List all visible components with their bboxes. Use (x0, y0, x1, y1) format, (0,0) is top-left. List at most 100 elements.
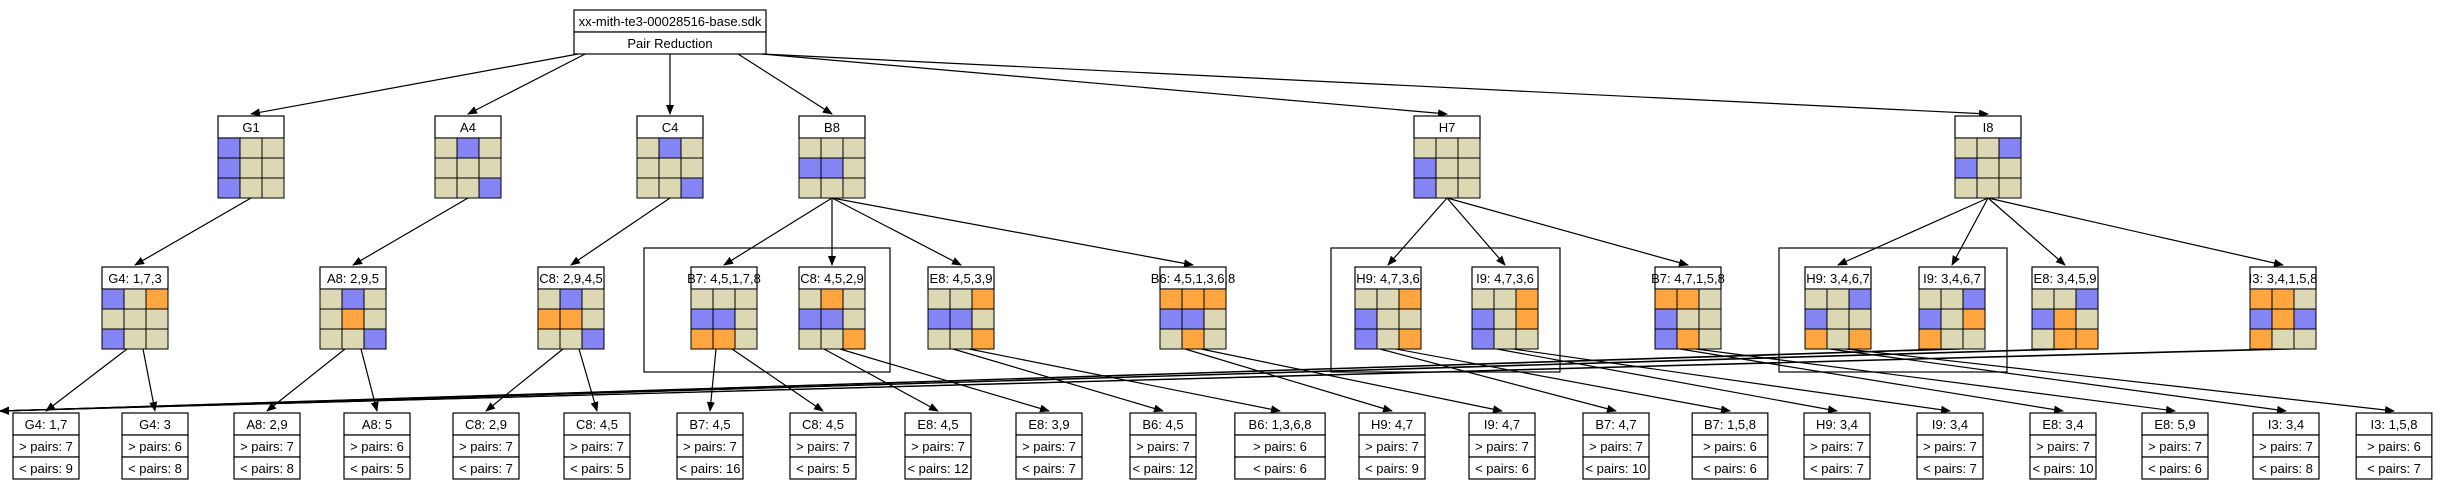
grid-cell (1493, 288, 1517, 310)
grid-cell (1804, 288, 1828, 310)
leaf-node: E8: 3,9> pairs: 7< pairs: 7 (1015, 412, 1083, 480)
level2-node-label: I9: 3,4,6,7 (1923, 271, 1981, 286)
leaf-more-pairs: > pairs: 6 (1703, 439, 1757, 454)
grid-cell (1940, 328, 1964, 350)
leaf-node: H9: 3,4> pairs: 7< pairs: 7 (1803, 412, 1871, 480)
level2-node: I3: 3,4,1,5,8 (2249, 266, 2317, 350)
leaf-less-pairs-box (904, 456, 972, 480)
grid-cell (123, 328, 147, 350)
edge-arrow (0, 348, 2292, 415)
level2-node: E8: 4,5,3,9 (927, 266, 995, 350)
grid-cell (734, 328, 758, 350)
leaf-less-pairs: < pairs: 10 (1585, 461, 1646, 476)
grid-cell (2293, 328, 2317, 350)
grid-cell (949, 288, 973, 310)
grid-cell (927, 308, 951, 330)
grid-cell (658, 137, 682, 159)
leaf-label: I3: 3,4 (2268, 417, 2304, 432)
leaf-node: E8: 5,9> pairs: 7< pairs: 6 (2141, 412, 2209, 480)
leaf-less-pairs: < pairs: 9 (19, 461, 73, 476)
edge-arrow (1184, 348, 1393, 413)
grid-cell (2271, 288, 2295, 310)
leaf-more-pairs: > pairs: 7 (1923, 439, 1977, 454)
grid-cell (239, 177, 263, 199)
grid-cell (798, 308, 822, 330)
edge-arrow (737, 53, 833, 115)
leaf-label: B7: 4,7 (1595, 417, 1636, 432)
grid-cell (820, 137, 844, 159)
leaf-label: B7: 4,5 (689, 417, 730, 432)
leaf-label: I9: 4,7 (1484, 417, 1520, 432)
grid-cell (478, 137, 502, 159)
leaf-less-pairs-box (452, 456, 520, 480)
grid-cell (820, 308, 844, 330)
leaf-label: E8: 3,9 (1028, 417, 1069, 432)
leaf-less-pairs-box (2029, 456, 2097, 480)
grid-cell (1413, 137, 1437, 159)
grid-cell (636, 177, 660, 199)
level1-node: C4 (636, 115, 704, 199)
edge-arrow (761, 53, 1989, 118)
grid-cell (559, 328, 583, 350)
grid-cell (217, 157, 241, 179)
grid-cell (842, 288, 866, 310)
grid-cell (1181, 308, 1205, 330)
level1-node-label: A4 (460, 120, 476, 135)
root-subtitle-box (573, 31, 767, 55)
grid-cell (456, 137, 480, 159)
edge-arrow (839, 348, 1050, 413)
edges (0, 53, 2395, 415)
leaf-label: B6: 1,3,6,8 (1249, 417, 1312, 432)
leaf-less-pairs-box (1582, 456, 1650, 480)
grid-cell (842, 157, 866, 179)
grid-cell (1826, 328, 1850, 350)
leaf-less-pairs-box (1916, 456, 1984, 480)
leaf-less-pairs: < pairs: 8 (2259, 461, 2313, 476)
grid-cell (1376, 328, 1400, 350)
leaf-label: A8: 2,9 (246, 417, 287, 432)
grid-cell (363, 328, 387, 350)
leaf-label: C8: 4,5 (576, 417, 618, 432)
leaf-less-pairs: < pairs: 5 (350, 461, 404, 476)
edge-arrow (1496, 348, 1838, 414)
grid-cell (319, 288, 343, 310)
grid-cell (101, 288, 125, 310)
clusters (643, 247, 2008, 373)
grid-cell (363, 308, 387, 330)
grid-cell (1676, 288, 1700, 310)
grid-cell (1413, 157, 1437, 179)
level2-node-label: I9: 4,7,3,6 (1476, 271, 1534, 286)
grid-cell (363, 288, 387, 310)
leaf-less-pairs-box (1015, 456, 1083, 480)
grid-cell (2053, 328, 2077, 350)
leaf-node: E8: 3,4> pairs: 7< pairs: 10 (2029, 412, 2097, 480)
grid-cell (842, 308, 866, 330)
grid-cell (456, 177, 480, 199)
edge-arrow (731, 348, 824, 412)
grid-cell (712, 308, 736, 330)
grid-cell (1413, 177, 1437, 199)
grid-cell (217, 177, 241, 199)
level1-node: B8 (798, 115, 866, 199)
grid-cell (1698, 308, 1722, 330)
grid-cell (217, 137, 241, 159)
grid-cell (145, 328, 169, 350)
level2-node: E8: 3,4,5,9 (2031, 266, 2099, 350)
edge-arrow (266, 348, 346, 412)
grid-cell (1940, 288, 1964, 310)
grid-cell (2075, 328, 2099, 350)
grid-cell (949, 328, 973, 350)
grid-cell (1354, 308, 1378, 330)
leaf-less-pairs: < pairs: 6 (2148, 461, 2202, 476)
leaf-node: G4: 1,7> pairs: 7< pairs: 9 (12, 412, 80, 480)
grid-cell (101, 328, 125, 350)
grid-cell (1804, 308, 1828, 330)
leaf-more-pairs: > pairs: 7 (1136, 439, 1190, 454)
grid-cell (239, 137, 263, 159)
grid-cell (820, 328, 844, 350)
leaf-more-pairs: > pairs: 7 (2259, 439, 2313, 454)
edge-arrow (952, 348, 1164, 413)
grid-cell (820, 157, 844, 179)
